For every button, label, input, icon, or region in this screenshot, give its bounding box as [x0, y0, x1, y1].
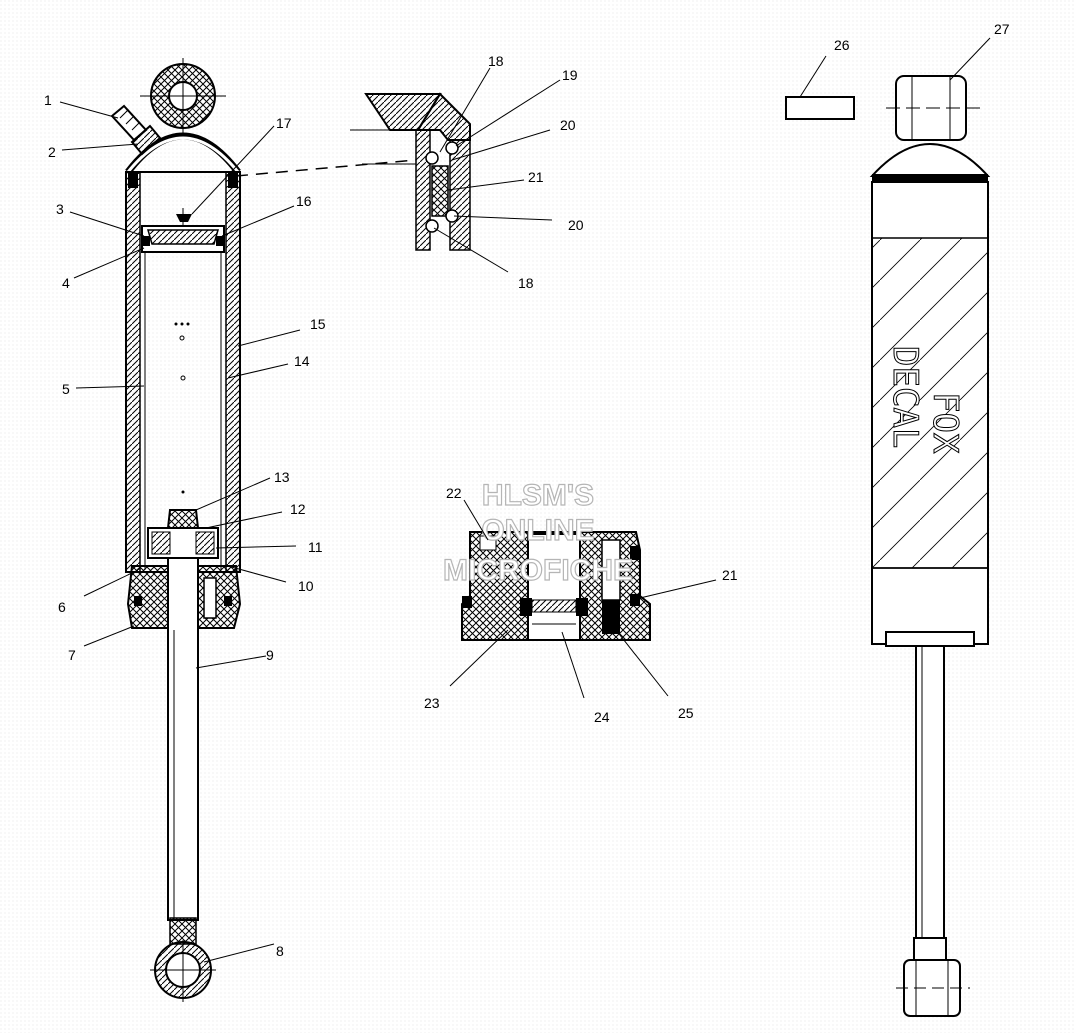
- callout-21-seal-head: 21: [722, 567, 738, 583]
- callout-18-top: 18: [488, 53, 504, 69]
- callout-18-bottom: 18: [518, 275, 534, 291]
- callout-19: 19: [562, 67, 578, 83]
- callout-20-bottom: 20: [568, 217, 584, 233]
- callout-12: 12: [290, 501, 306, 517]
- top-eye: [140, 58, 226, 134]
- decal-strip: [785, 96, 855, 120]
- callout-10: 10: [298, 578, 314, 594]
- callout-16: 16: [296, 193, 312, 209]
- callout-1: 1: [44, 92, 52, 108]
- watermark-line-2: ONLINE: [481, 514, 594, 547]
- seal-head-detail: [461, 531, 651, 641]
- callout-2: 2: [48, 144, 56, 160]
- callout-25: 25: [678, 705, 694, 721]
- bottom-eye: [150, 940, 216, 1002]
- callout-14: 14: [294, 353, 310, 369]
- callout-11: 11: [308, 539, 323, 555]
- callout-13: 13: [274, 469, 290, 485]
- decal-text-fox: FOX: [925, 392, 965, 454]
- callout-22: 22: [446, 485, 462, 501]
- callout-7: 7: [68, 647, 76, 663]
- callout-5: 5: [62, 381, 70, 397]
- callout-9: 9: [266, 647, 274, 663]
- seal-detail-section: [235, 92, 471, 251]
- callout-15: 15: [310, 316, 326, 332]
- valve-assembly: [110, 104, 162, 156]
- callout-27: 27: [994, 21, 1010, 37]
- callout-20-top: 20: [560, 117, 576, 133]
- callout-26: 26: [834, 37, 850, 53]
- callout-21-detail: 21: [528, 169, 544, 185]
- decal-text-decal: DECAL: [885, 346, 925, 448]
- assembled-shock: FOX DECAL: [785, 75, 991, 1017]
- callout-24: 24: [594, 709, 610, 725]
- sectioned-shock: [110, 58, 242, 1002]
- callout-8: 8: [276, 943, 284, 959]
- callout-23: 23: [424, 695, 440, 711]
- watermark-line-1: HLSM'S: [482, 479, 594, 512]
- watermark: HLSM'S ONLINE MICROFICHE: [442, 478, 633, 587]
- callout-3: 3: [56, 201, 64, 217]
- callout-17: 17: [276, 115, 292, 131]
- callout-6: 6: [58, 599, 66, 615]
- callout-labels: 1 2 3 4 5 6 7 8 9 10 11 12 13 14 15 16 1…: [44, 21, 1010, 959]
- leader-lines: [59, 37, 991, 963]
- watermark-line-3: MICROFICHE: [443, 554, 633, 587]
- callout-4: 4: [62, 275, 70, 291]
